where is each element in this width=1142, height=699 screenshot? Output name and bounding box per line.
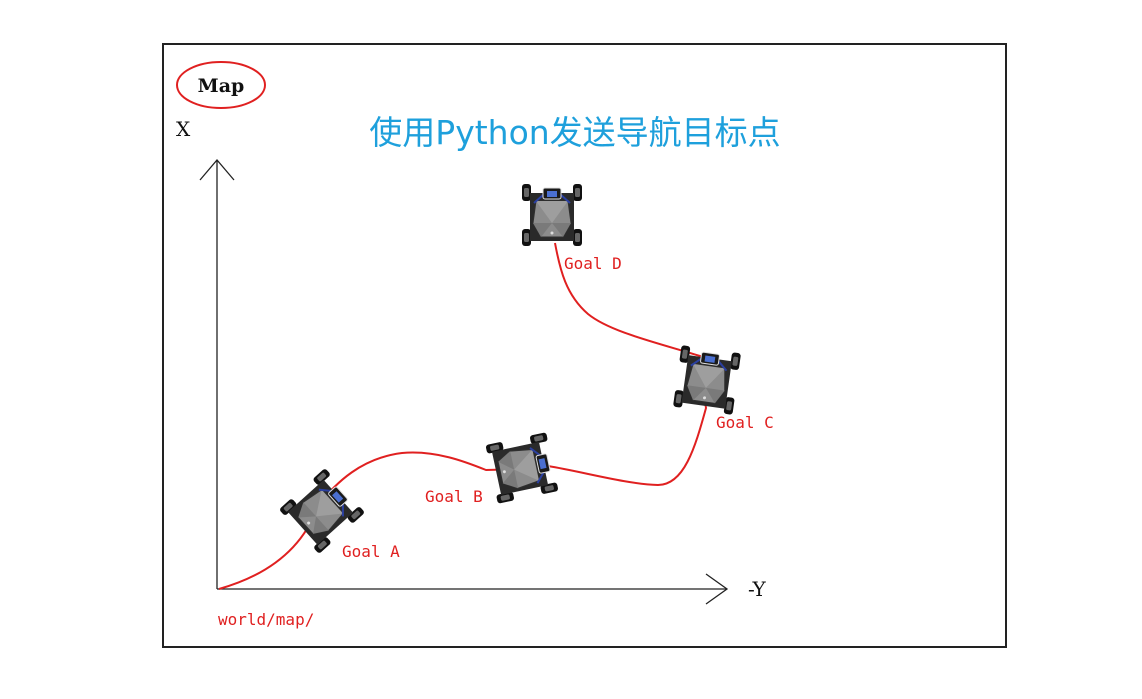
map-badge-label: Map: [198, 75, 245, 97]
robot-car-icon: [671, 344, 743, 416]
goal-label-a: Goal A: [342, 542, 400, 561]
arrow-head-icon: [199, 158, 235, 181]
robot-car-icon: [521, 183, 583, 247]
robot-car-icon: [484, 431, 560, 505]
arrow-head-icon: [705, 573, 729, 605]
origin-label: world/map/: [218, 610, 314, 629]
diagram-title: 使用Python发送导航目标点: [369, 113, 780, 152]
horizontal-axis-label: -Y: [748, 577, 767, 601]
goal-label-b: Goal B: [425, 487, 483, 506]
map-badge-ring: [176, 61, 266, 109]
goal-label-d: Goal D: [564, 254, 622, 273]
navigation-path: [218, 242, 708, 590]
vertical-axis-label: X: [176, 117, 191, 141]
map-frame: [162, 43, 1007, 648]
goal-label-c: Goal C: [716, 413, 774, 432]
